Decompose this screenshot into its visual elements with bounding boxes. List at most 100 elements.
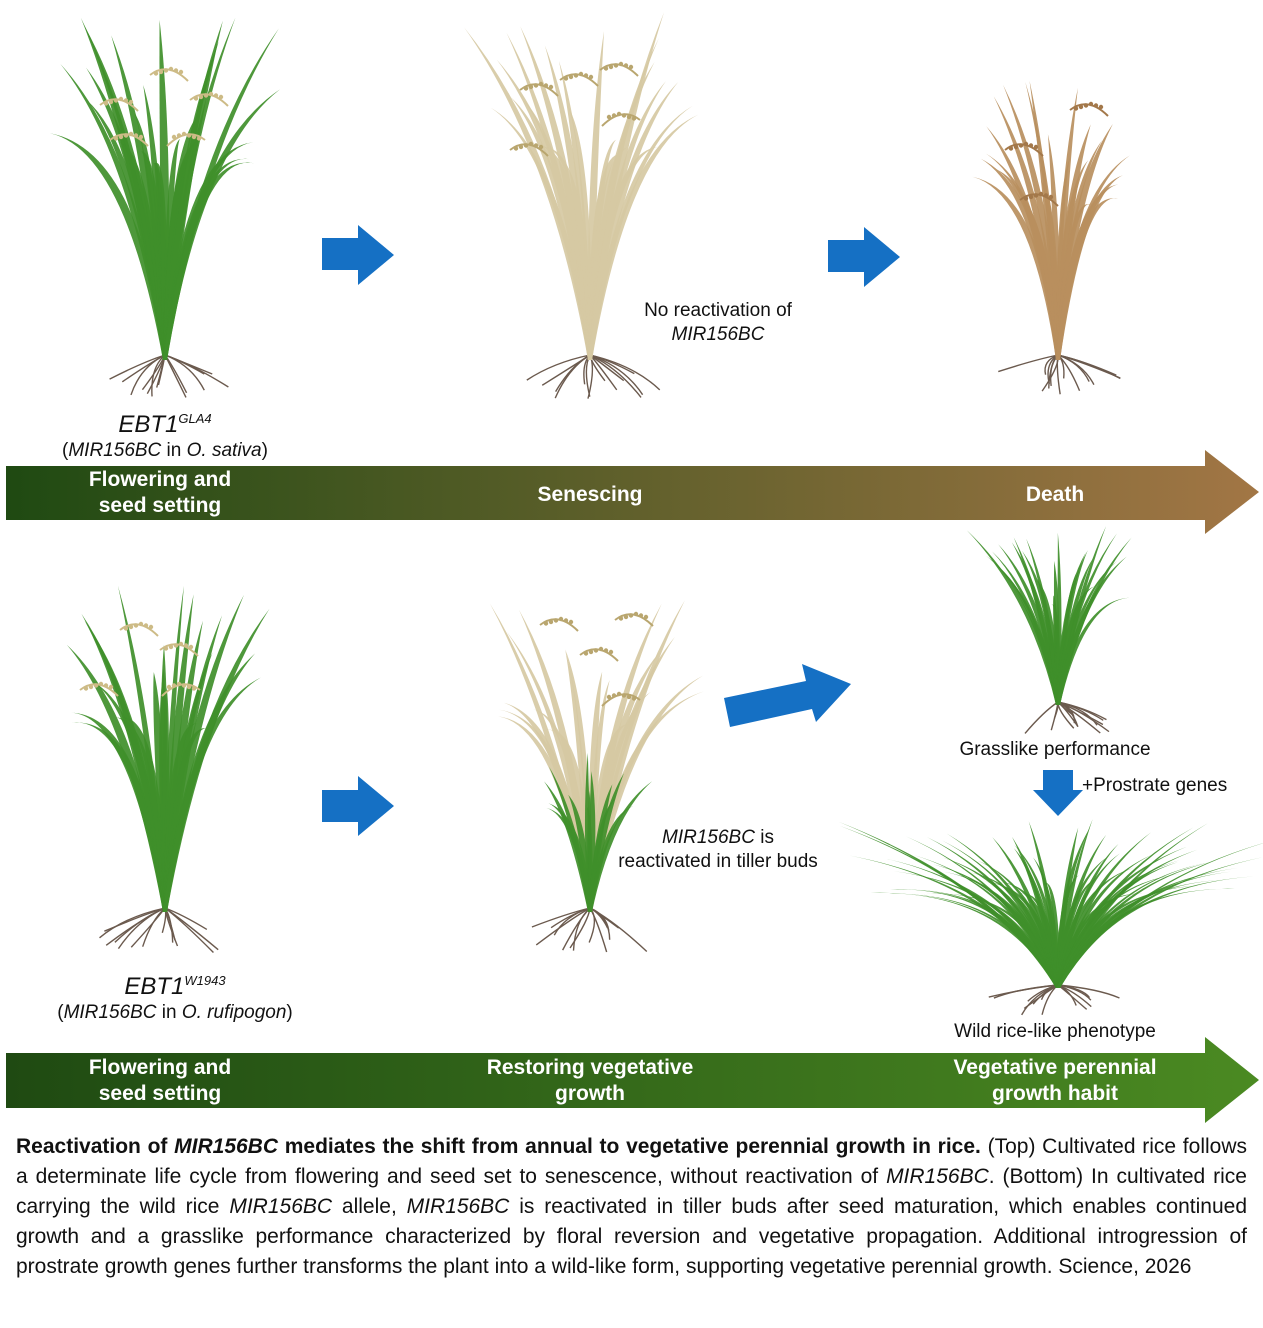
grain	[176, 133, 182, 138]
grain	[1073, 106, 1079, 111]
grain	[88, 684, 94, 690]
grain	[133, 623, 139, 628]
no-reactivation-line2: MIR156BC	[671, 324, 765, 345]
leaf	[1056, 175, 1123, 360]
grain	[598, 646, 604, 652]
grain	[538, 144, 544, 150]
genotype-species-bottom: O. rufipogon	[181, 1002, 287, 1023]
grain	[133, 133, 139, 138]
top-timeline-arrow	[6, 450, 1259, 534]
grain	[631, 116, 637, 121]
leaf	[999, 881, 1060, 988]
grain	[171, 134, 177, 140]
grain	[93, 683, 99, 688]
root	[988, 984, 1059, 998]
root	[164, 354, 205, 391]
grain	[543, 621, 549, 626]
root	[99, 907, 166, 939]
reactivated-line2: reactivated in tiller buds	[618, 851, 818, 872]
panicle	[161, 683, 201, 697]
grain	[623, 63, 629, 68]
leaf	[548, 766, 592, 912]
panicle	[79, 683, 119, 697]
grain	[1028, 194, 1034, 200]
grain	[588, 649, 594, 655]
grain	[548, 84, 554, 90]
grain	[166, 684, 172, 690]
root	[1024, 701, 1059, 734]
arrow-senescing-to-death	[828, 227, 900, 287]
grain	[608, 64, 614, 70]
bottom-stage-restoring: Restoring vegetative growth	[450, 1055, 730, 1107]
plant-flowering-green-top	[49, 17, 281, 398]
grain	[528, 84, 534, 90]
grain	[583, 651, 589, 656]
grain	[593, 648, 599, 653]
panicle	[166, 133, 206, 147]
grain	[181, 131, 187, 137]
grain	[1018, 143, 1024, 148]
grain	[183, 643, 189, 648]
genotype-in-bottom: in	[156, 1002, 182, 1023]
leaf	[494, 715, 592, 912]
grain	[123, 133, 129, 138]
panicle	[601, 693, 641, 707]
bottom-stage-restoring-line1: Restoring vegetative	[486, 1056, 694, 1079]
grain	[1078, 104, 1084, 110]
grain	[138, 621, 144, 627]
grain	[1008, 146, 1014, 151]
grain	[1023, 196, 1029, 201]
grain	[608, 649, 614, 655]
grain	[1088, 101, 1094, 107]
root	[589, 354, 644, 396]
grain	[113, 98, 119, 103]
panicle	[1004, 143, 1044, 157]
grain	[198, 94, 204, 100]
grain	[148, 624, 154, 630]
grain	[643, 614, 649, 620]
grain	[191, 134, 197, 140]
grain	[568, 74, 574, 80]
leaf	[1056, 876, 1256, 988]
no-reactivation-note: No reactivation of MIR156BC	[618, 299, 818, 347]
grain	[1098, 104, 1104, 110]
caption-gene-3: MIR156BC	[406, 1195, 510, 1218]
grain	[606, 114, 612, 120]
grain	[1083, 103, 1089, 108]
plant-wild-rice-like	[838, 819, 1263, 1016]
arrow-restoring-to-grasslike	[724, 664, 851, 727]
grain	[103, 683, 109, 688]
wild-rice-label: Wild rice-like phenotype	[954, 1021, 1156, 1042]
root	[998, 354, 1059, 373]
grain	[533, 143, 539, 148]
top-stage-death: Death	[1025, 483, 1085, 506]
grain	[1048, 194, 1054, 200]
caption-text-4: is reactivated in tiller buds after seed…	[16, 1195, 1248, 1278]
genotype-label-top: EBT1GLA4 (MIR156BC in O. sativa)	[62, 411, 268, 461]
grain	[1013, 144, 1019, 150]
plant-restoring-growth	[489, 600, 704, 953]
grain	[548, 619, 554, 625]
genotype-sup-top: GLA4	[178, 411, 212, 426]
grain	[613, 63, 619, 68]
caption-title-a: Reactivation of	[16, 1135, 175, 1158]
grain	[583, 73, 589, 78]
grain	[173, 643, 179, 648]
caption-text-1: (Top) Cultivated rice follows a determin…	[16, 1135, 1247, 1188]
plant-dead	[972, 80, 1130, 395]
panicle	[119, 623, 159, 637]
grain	[523, 143, 529, 148]
grain	[621, 113, 627, 118]
leaf	[533, 709, 592, 912]
genotype-species-top: O. sativa	[186, 440, 262, 461]
panicle	[1069, 103, 1109, 117]
panicle	[159, 643, 199, 657]
top-stage-senescing: Senescing	[537, 483, 643, 506]
root	[130, 354, 166, 396]
grain	[163, 646, 169, 651]
grain	[153, 71, 159, 76]
leaf	[872, 893, 1060, 988]
grain	[138, 134, 144, 140]
grain	[113, 136, 119, 141]
